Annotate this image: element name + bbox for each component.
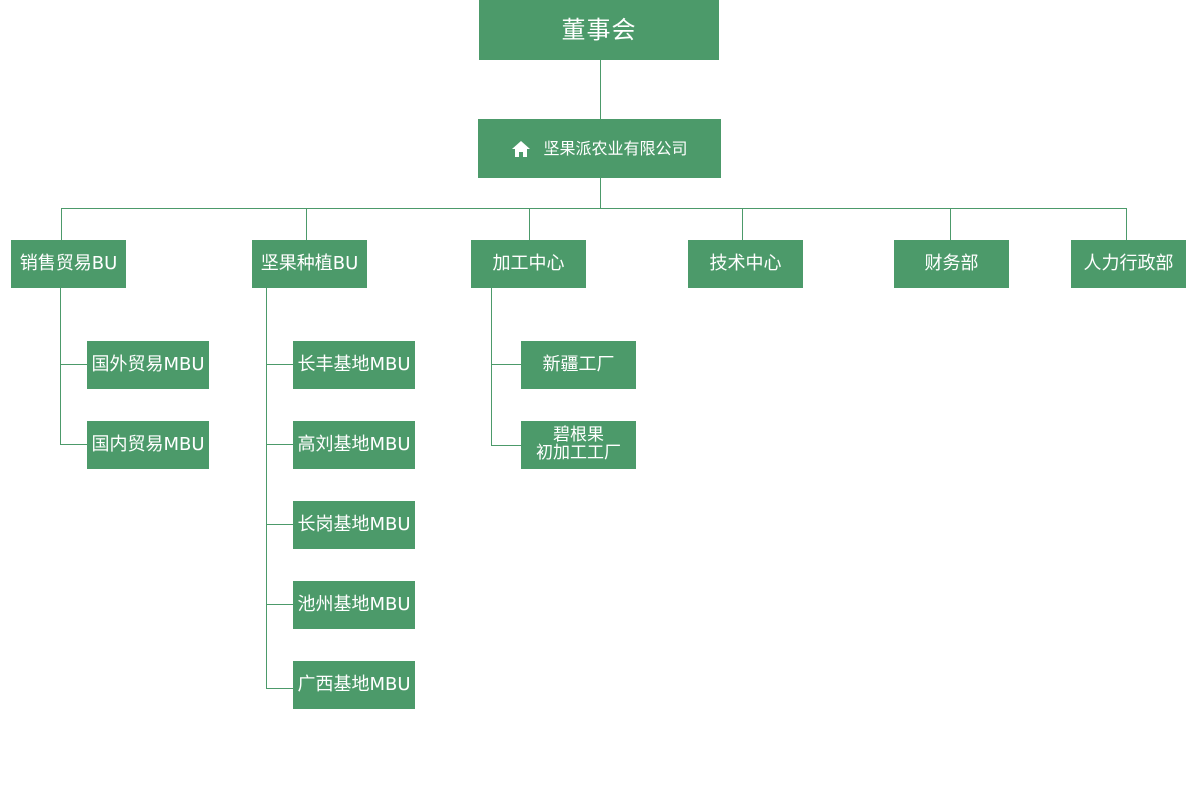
hr-admin-department: 人力行政部	[1071, 240, 1186, 288]
gaoliu-base-mbu: 高刘基地MBU	[293, 421, 415, 469]
board-node: 董事会	[479, 0, 719, 60]
processing-child-connector-2	[491, 445, 522, 446]
sales-trade-bu: 销售贸易BU	[11, 240, 126, 288]
pecan-factory-line-2: 初加工工厂	[536, 443, 621, 463]
sales-connector	[61, 208, 62, 241]
technology-center: 技术中心	[688, 240, 803, 288]
processing-center: 加工中心	[471, 240, 586, 288]
finance-connector	[950, 208, 951, 241]
company-branch-connector	[600, 177, 601, 209]
domestic-trade-mbu: 国内贸易MBU	[87, 421, 209, 469]
technology-connector	[742, 208, 743, 241]
processing-child-connector-1	[491, 364, 522, 365]
changgang-base-mbu: 长岗基地MBU	[293, 501, 415, 549]
pecan-preprocessing-factory: 碧根果 初加工工厂	[521, 421, 636, 469]
planting-child-connector-4	[266, 604, 294, 605]
planting-child-connector-2	[266, 444, 294, 445]
planting-child-connector-5	[266, 688, 294, 689]
processing-connector	[529, 208, 530, 241]
changfeng-base-mbu: 长丰基地MBU	[293, 341, 415, 389]
board-company-connector	[600, 59, 601, 120]
hr-admin-connector	[1126, 208, 1127, 241]
home-icon	[512, 140, 531, 157]
nut-planting-bu: 坚果种植BU	[252, 240, 367, 288]
sales-child-connector-1	[60, 364, 88, 365]
sales-children-trunk	[60, 287, 61, 445]
planting-connector	[306, 208, 307, 241]
chizhou-base-mbu: 池州基地MBU	[293, 581, 415, 629]
foreign-trade-mbu: 国外贸易MBU	[87, 341, 209, 389]
planting-children-trunk	[266, 287, 267, 689]
company-name: 坚果派农业有限公司	[543, 138, 688, 158]
planting-child-connector-1	[266, 364, 294, 365]
department-branch-line	[61, 208, 1126, 209]
processing-children-trunk	[491, 287, 492, 446]
company-node: 坚果派农业有限公司	[478, 119, 721, 178]
guangxi-base-mbu: 广西基地MBU	[293, 661, 415, 709]
sales-child-connector-2	[60, 444, 88, 445]
finance-department: 财务部	[894, 240, 1009, 288]
pecan-factory-line-1: 碧根果	[553, 425, 604, 446]
planting-child-connector-3	[266, 524, 294, 525]
xinjiang-factory: 新疆工厂	[521, 341, 636, 389]
